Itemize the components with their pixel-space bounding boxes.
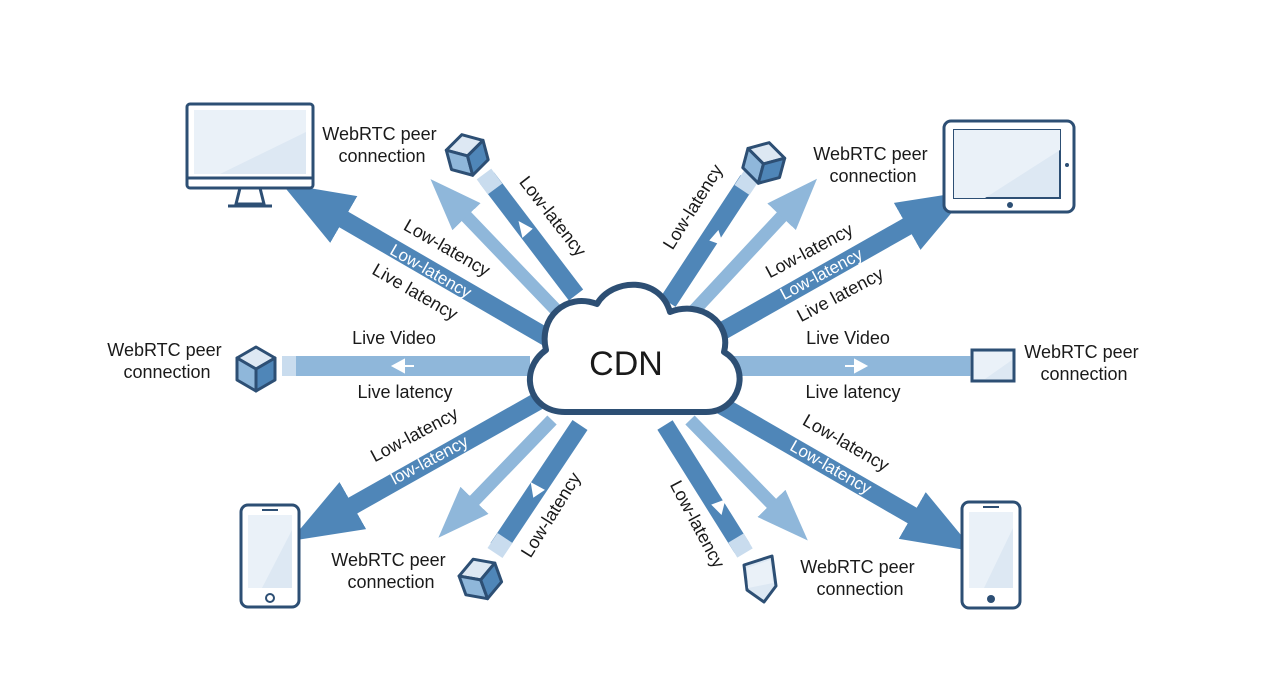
- peer-label-left-line2: connection: [123, 362, 210, 382]
- peer-label-monitor: WebRTC peer connection: [322, 124, 441, 166]
- arrow-bottom-left-secondary: [438, 415, 557, 538]
- peer-label-bottom-right-line2: connection: [816, 579, 903, 599]
- cube-top-left-side-b: [466, 138, 490, 177]
- peer-label-tablet: WebRTC peer connection: [813, 144, 932, 186]
- cloud-shape: [527, 281, 743, 415]
- peer-label-right: WebRTC peer connection: [1024, 342, 1143, 384]
- arrow-top-right-main: [705, 190, 970, 346]
- direction-mark-top-left: [518, 221, 533, 238]
- cube-top-right-icon[interactable]: [740, 138, 788, 188]
- arrow-bottom-left-steep-cap: [487, 533, 513, 558]
- arrow-top-right-secondary: [685, 178, 818, 320]
- phone-right-glare: [969, 512, 1013, 588]
- cube-bottom-side-b: [479, 561, 504, 601]
- shield-bottom-icon[interactable]: [742, 554, 778, 604]
- arrow-bottom-right-main: [707, 392, 975, 552]
- phone-left-device[interactable]: [239, 503, 301, 609]
- direction-mark-top-right: [709, 230, 724, 246]
- arrow-top-left-steep-cap: [476, 168, 503, 195]
- arrow-bottom-right-steep: [657, 420, 750, 553]
- peer-label-bottom-left: WebRTC peer connection: [331, 550, 450, 592]
- tablet-device[interactable]: [942, 119, 1076, 214]
- peer-label-bottom-right-line1: WebRTC peer: [800, 557, 914, 577]
- arrow-bottom-right-secondary: [685, 415, 808, 541]
- tablet-glare: [954, 130, 1060, 198]
- monitor-stand: [234, 187, 266, 206]
- arrow-top-left-main: [281, 183, 553, 346]
- label-left-top: Live Video: [352, 328, 436, 348]
- square-right-glare: [974, 352, 1012, 379]
- label-right-bottom: Live latency: [805, 382, 900, 402]
- peer-label-left-line1: WebRTC peer: [107, 340, 221, 360]
- phone-right-button: [987, 595, 995, 603]
- arrow-top-right-steep-cap: [734, 170, 760, 195]
- square-right-icon[interactable]: [970, 348, 1016, 383]
- peer-label-left: WebRTC peer connection: [107, 340, 226, 382]
- peer-label-bottom-left-line1: WebRTC peer: [331, 550, 445, 570]
- peer-label-monitor-line2: connection: [338, 146, 425, 166]
- cube-top-left-icon[interactable]: [443, 130, 491, 180]
- phone-left-glare: [248, 515, 292, 588]
- arrow-top-right-steep: [660, 175, 756, 307]
- arrow-top-left-steep: [479, 172, 584, 301]
- cube-left-icon[interactable]: [235, 345, 277, 393]
- monitor-glare: [194, 110, 306, 174]
- peer-label-right-line1: WebRTC peer: [1024, 342, 1138, 362]
- arrow-top-left-secondary: [430, 179, 561, 315]
- direction-marks: [390, 221, 869, 515]
- arrow-bottom-left-steep: [490, 420, 588, 553]
- label-left-bottom: Live latency: [357, 382, 452, 402]
- peer-labels: WebRTC peer connection WebRTC peer conne…: [107, 124, 1143, 599]
- monitor-device[interactable]: [185, 102, 315, 208]
- phone-left-button: [265, 593, 275, 603]
- cube-bottom-icon[interactable]: [455, 553, 505, 605]
- direction-mark-bottom-right: [711, 499, 726, 515]
- cdn-label: CDN: [589, 345, 663, 383]
- cube-top-right-side-b: [756, 156, 787, 185]
- peer-label-monitor-line1: WebRTC peer: [322, 124, 436, 144]
- peer-label-tablet-line1: WebRTC peer: [813, 144, 927, 164]
- cdn-cloud[interactable]: CDN: [527, 281, 743, 415]
- arrow-bottom-left-main: [290, 392, 545, 541]
- tablet-button: [1007, 202, 1013, 208]
- direction-mark-bottom-left: [530, 482, 545, 498]
- peer-label-right-line2: connection: [1040, 364, 1127, 384]
- shield-bottom-facet: [747, 560, 773, 588]
- label-right-top: Live Video: [806, 328, 890, 348]
- cube-left-side-b: [254, 356, 277, 393]
- arrow-bottom-right-steep-cap: [728, 533, 753, 558]
- peer-label-tablet-line2: connection: [829, 166, 916, 186]
- phone-right-device[interactable]: [960, 500, 1022, 610]
- peer-label-bottom-left-line2: connection: [347, 572, 434, 592]
- tablet-camera: [1065, 163, 1069, 167]
- peer-label-bottom-right: WebRTC peer connection: [800, 557, 919, 599]
